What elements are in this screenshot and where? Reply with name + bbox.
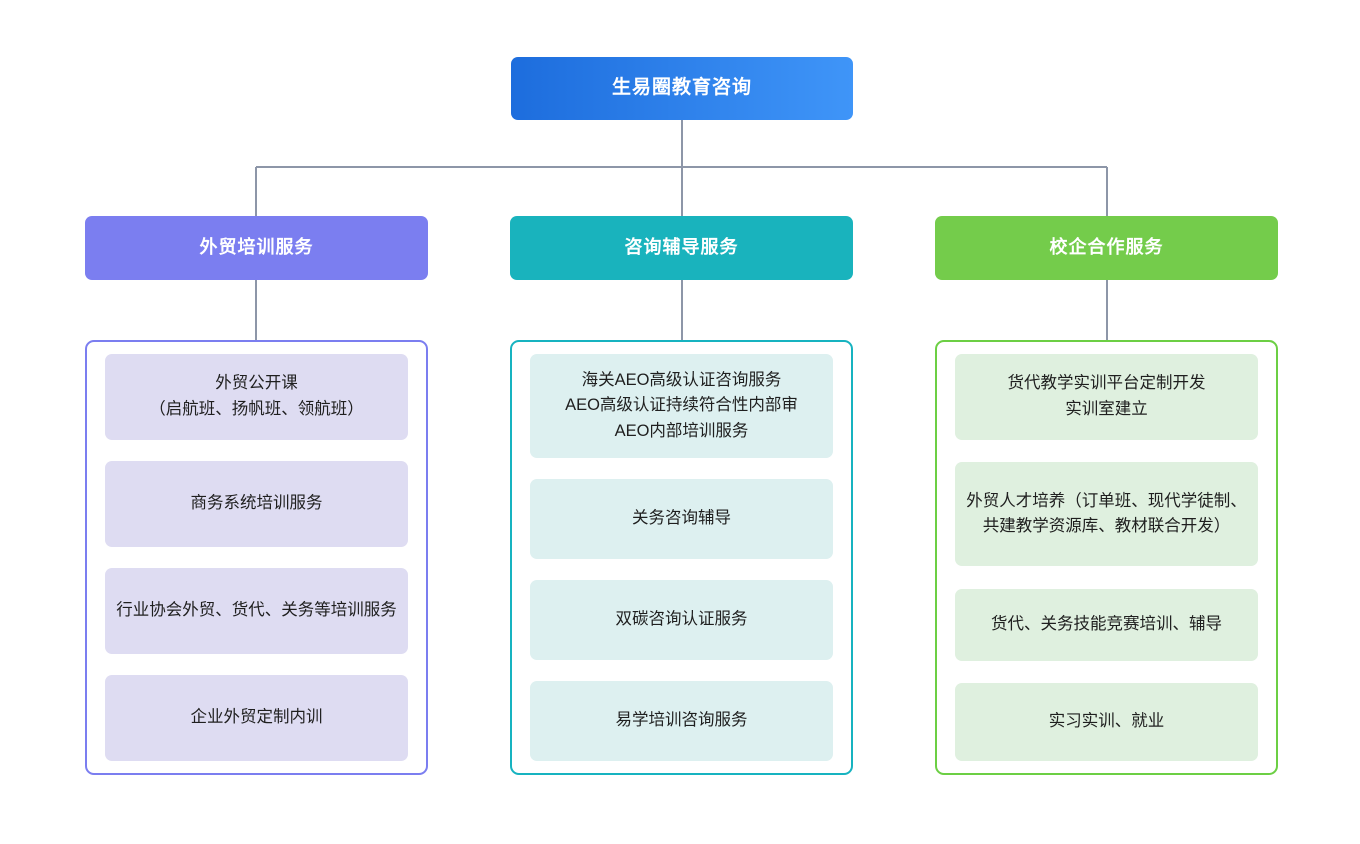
- branch-header-label: 外贸培训服务: [199, 237, 314, 258]
- leaf-item[interactable]: 货代教学实训平台定制开发 实训室建立: [955, 354, 1258, 440]
- root-node[interactable]: 生易圈教育咨询: [511, 57, 853, 120]
- root-node-label: 生易圈教育咨询: [611, 77, 752, 99]
- branch-header-foreign-trade-training[interactable]: 外贸培训服务: [85, 216, 428, 280]
- leaf-item[interactable]: 外贸人才培养（订单班、现代学徒制、共建教学资源库、教材联合开发）: [955, 462, 1258, 567]
- leaf-item[interactable]: 货代、关务技能竞赛培训、辅导: [955, 588, 1258, 661]
- leaf-item[interactable]: 海关AEO高级认证咨询服务 AEO高级认证持续符合性内部审 AEO内部培训服务: [530, 354, 833, 458]
- branch-header-label: 校企合作服务: [1049, 237, 1164, 258]
- branch-column-consulting-tutoring: 咨询辅导服务 海关AEO高级认证咨询服务 AEO高级认证持续符合性内部审 AEO…: [510, 216, 853, 775]
- leaf-item[interactable]: 关务咨询辅导: [530, 479, 833, 559]
- leaf-item[interactable]: 行业协会外贸、货代、关务等培训服务: [105, 568, 408, 654]
- leaf-item[interactable]: 企业外贸定制内训: [105, 675, 408, 761]
- branch-header-label: 咨询辅导服务: [624, 237, 739, 258]
- branch-column-foreign-trade-training: 外贸培训服务 外贸公开课 （启航班、扬帆班、领航班） 商务系统培训服务 行业协会…: [85, 216, 428, 775]
- leaf-item[interactable]: 外贸公开课 （启航班、扬帆班、领航班）: [105, 354, 408, 440]
- branch-group-foreign-trade-training: 外贸公开课 （启航班、扬帆班、领航班） 商务系统培训服务 行业协会外贸、货代、关…: [85, 340, 428, 775]
- branch-group-school-enterprise-cooperation: 货代教学实训平台定制开发 实训室建立 外贸人才培养（订单班、现代学徒制、共建教学…: [935, 340, 1278, 775]
- leaf-item[interactable]: 易学培训咨询服务: [530, 681, 833, 761]
- branch-header-consulting-tutoring[interactable]: 咨询辅导服务: [510, 216, 853, 280]
- leaf-item[interactable]: 双碳咨询认证服务: [530, 580, 833, 660]
- branch-column-school-enterprise-cooperation: 校企合作服务 货代教学实训平台定制开发 实训室建立 外贸人才培养（订单班、现代学…: [935, 216, 1278, 775]
- leaf-item[interactable]: 实习实训、就业: [955, 682, 1258, 761]
- branch-group-consulting-tutoring: 海关AEO高级认证咨询服务 AEO高级认证持续符合性内部审 AEO内部培训服务 …: [510, 340, 853, 775]
- branch-header-school-enterprise-cooperation[interactable]: 校企合作服务: [935, 216, 1278, 280]
- leaf-item[interactable]: 商务系统培训服务: [105, 461, 408, 547]
